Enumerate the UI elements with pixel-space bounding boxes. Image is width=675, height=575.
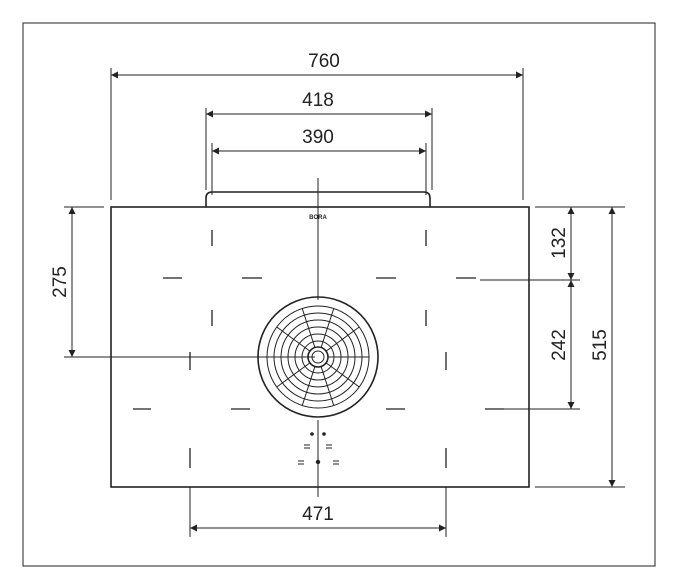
dim-total-width: 760 — [308, 51, 340, 72]
brand-logo: BORA — [309, 215, 327, 221]
dim-extractor-inner-width: 390 — [302, 127, 334, 148]
grille-spoke — [325, 326, 360, 352]
grille-spoke — [301, 308, 316, 348]
grille-spoke — [320, 366, 335, 406]
control-panel — [298, 432, 339, 465]
grille-spoke — [320, 308, 335, 348]
dim-rear-zone-depth: 242 — [549, 329, 570, 361]
dim-front-offset: 132 — [549, 227, 570, 259]
cooking-zone-markings — [133, 230, 504, 468]
dim-total-depth: 515 — [590, 329, 611, 361]
dim-depth-to-center: 275 — [50, 266, 71, 298]
grille-spoke — [301, 366, 316, 406]
grille-spoke — [276, 362, 311, 388]
drawing-border — [22, 22, 656, 567]
dim-extractor-outer-width: 418 — [302, 90, 334, 111]
dimension-lines — [68, 71, 616, 532]
grille-spoke — [325, 362, 360, 388]
cooktop-outline — [110, 206, 530, 488]
extractor-grille — [257, 296, 379, 418]
grille-spoke — [276, 326, 311, 352]
dim-frame-cutout-width: 471 — [302, 504, 334, 525]
